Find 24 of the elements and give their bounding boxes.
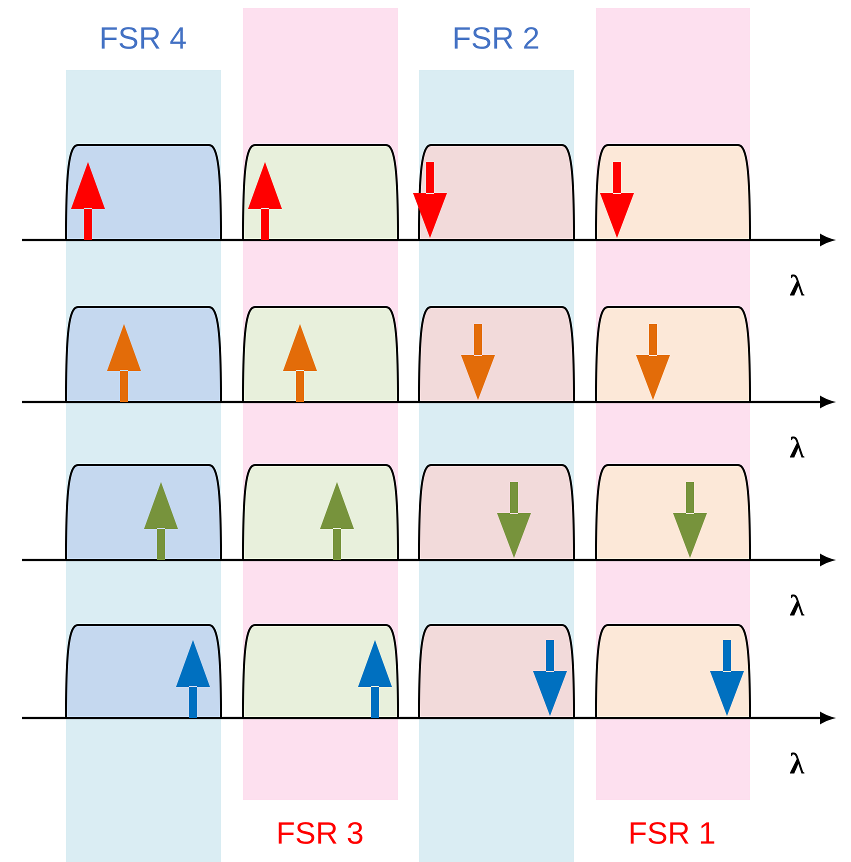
filter-passband xyxy=(418,464,575,561)
filter-passband xyxy=(418,144,575,241)
filter-passband xyxy=(595,144,751,241)
axis-label: λ xyxy=(790,752,804,774)
filter-passband xyxy=(242,306,399,403)
filter-passband xyxy=(418,624,575,719)
filter-passband xyxy=(595,306,751,403)
filter-passband xyxy=(65,306,222,403)
axis-label: λ xyxy=(790,436,804,458)
filter-passband xyxy=(65,144,222,241)
band-label: FSR 1 xyxy=(630,822,714,844)
filter-passband xyxy=(242,144,399,241)
filter-passband xyxy=(595,624,751,719)
band-label: FSR 4 xyxy=(102,27,186,49)
filter-passband xyxy=(418,306,575,403)
filter-passband xyxy=(242,464,399,561)
filter-passband xyxy=(65,624,222,719)
axis-label: λ xyxy=(790,594,804,616)
axis-label: λ xyxy=(790,274,804,296)
filter-passband xyxy=(65,464,222,561)
band-label: FSR 3 xyxy=(278,822,362,844)
band-label: FSR 2 xyxy=(454,27,538,49)
filter-passband xyxy=(595,464,751,561)
filter-passband xyxy=(242,624,399,719)
